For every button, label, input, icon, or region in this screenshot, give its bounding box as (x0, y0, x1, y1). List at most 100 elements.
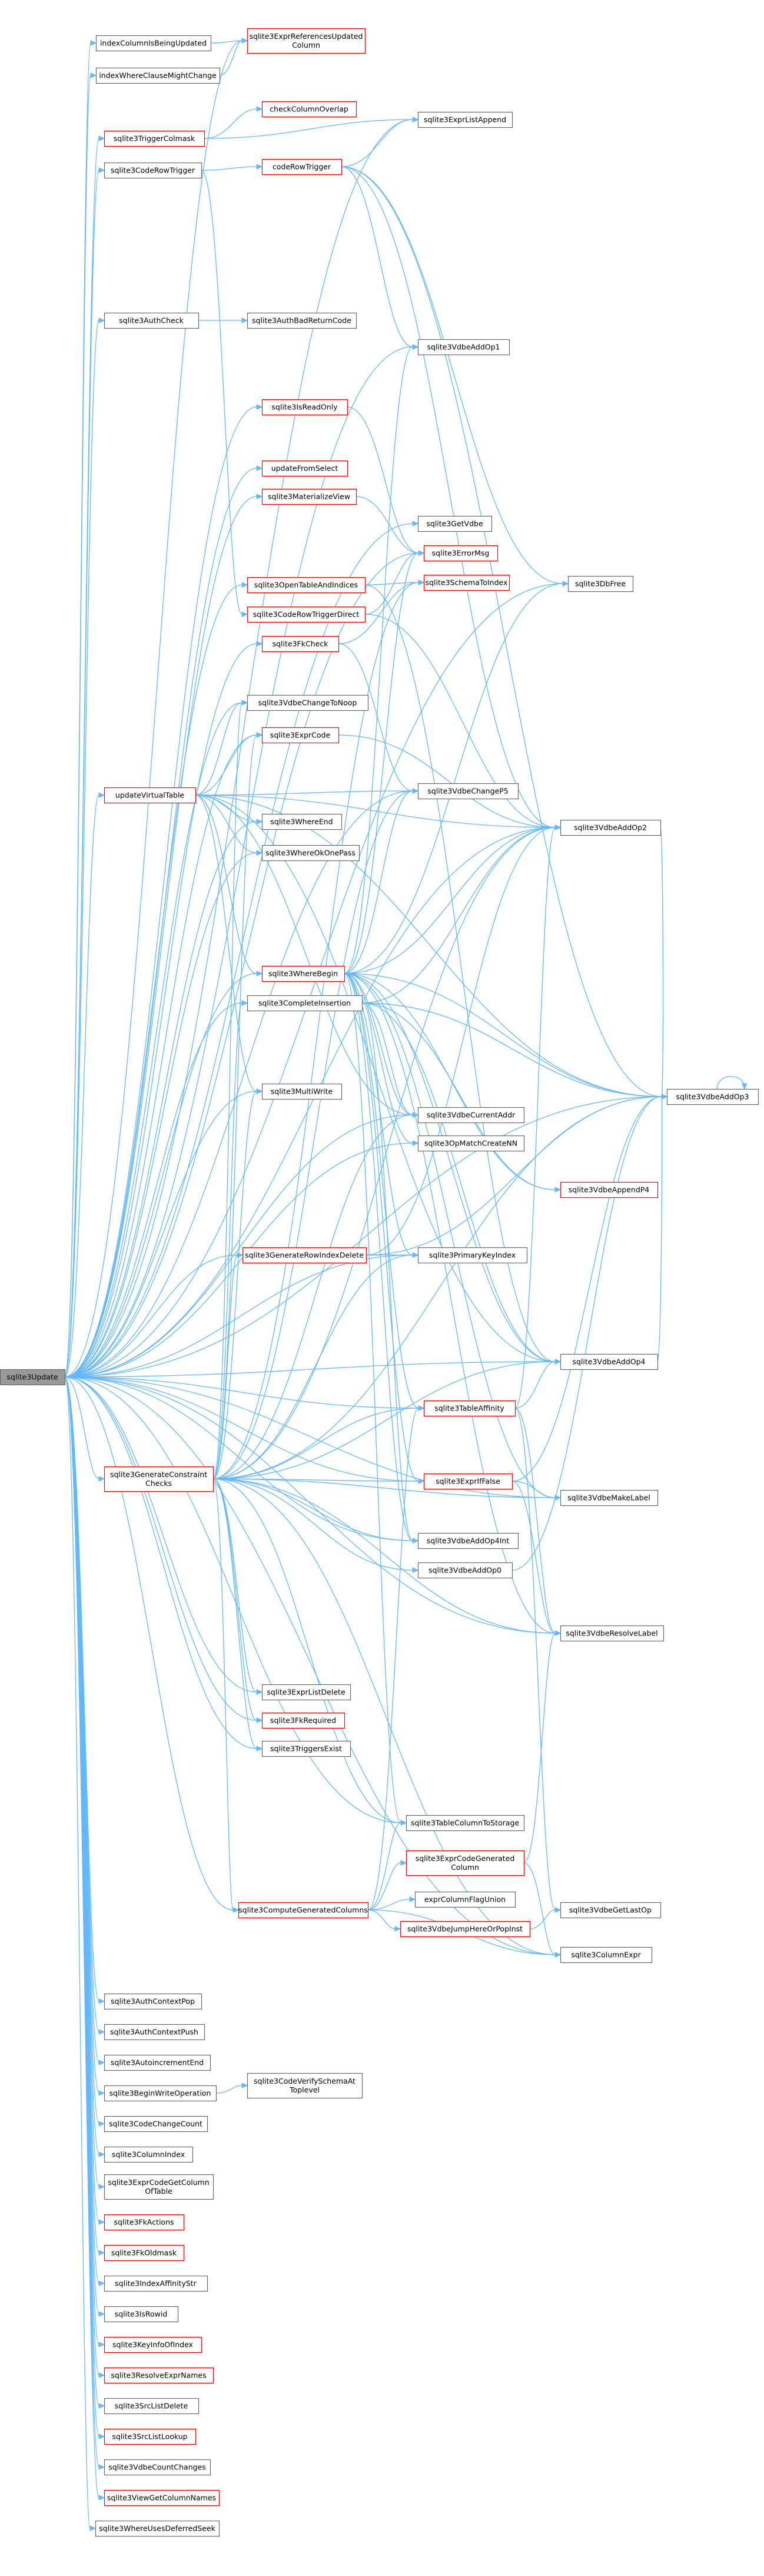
graph-node[interactable]: sqlite3VdbeChangeP5 (417, 783, 519, 800)
graph-node[interactable]: codeRowTrigger (261, 158, 343, 176)
graph-node[interactable]: sqlite3TableAffinity (423, 1400, 516, 1417)
graph-node[interactable]: sqlite3SrcListDelete (104, 2398, 200, 2415)
graph-node[interactable]: sqlite3FkRequired (261, 1712, 346, 1729)
graph-node[interactable]: sqlite3FkCheck (261, 635, 340, 653)
graph-node-box (247, 2072, 363, 2099)
graph-node-box (560, 1181, 659, 1198)
graph-node[interactable]: sqlite3CodeRowTrigger (104, 162, 202, 179)
graph-node[interactable]: sqlite3WhereBegin (261, 965, 346, 982)
graph-node[interactable]: updateFromSelect (261, 460, 348, 477)
graph-node[interactable]: sqlite3VdbeMakeLabel (560, 1489, 659, 1506)
call-edge (64, 582, 248, 1378)
call-edge (716, 1076, 748, 1090)
graph-node[interactable]: sqlite3WhereUsesDeferredSeek (95, 2520, 220, 2537)
call-edge (212, 1478, 263, 1751)
graph-node[interactable]: sqlite3VdbeCurrentAddr (417, 1107, 525, 1124)
graph-node[interactable]: sqlite3CodeChangeCount (104, 2115, 208, 2133)
graph-node-box (104, 1466, 214, 1492)
graph-node[interactable]: sqlite3VdbeResolveLabel (560, 1625, 665, 1642)
graph-node[interactable]: sqlite3ColumnIndex (104, 2146, 194, 2163)
graph-node[interactable]: sqlite3SrcListLookup (104, 2428, 197, 2445)
graph-node-label: sqlite3IsReadOnly (271, 403, 338, 412)
graph-node-box (417, 1107, 525, 1124)
graph-node-box (104, 2489, 220, 2507)
graph-node[interactable]: sqlite3MaterializeView (261, 488, 357, 505)
graph-node[interactable]: sqlite3AuthContextPush (104, 2024, 205, 2041)
graph-node-label: sqlite3VdbeAddOp3 (676, 1092, 749, 1101)
graph-node[interactable]: sqlite3VdbeAddOp3 (666, 1088, 759, 1105)
graph-node[interactable]: sqlite3ComputeGeneratedColumns (238, 1902, 369, 1919)
graph-node[interactable]: sqlite3TableColumnToStorage (406, 1815, 525, 1832)
graph-node[interactable]: sqlite3MultiWrite (261, 1083, 343, 1100)
graph-node-label: sqlite3AuthContextPop (111, 1997, 195, 2006)
graph-node-label: Column (292, 41, 320, 49)
graph-node[interactable]: sqlite3ErrorMsg (423, 545, 499, 562)
graph-node[interactable]: sqlite3VdbeAddOp4 (560, 1353, 659, 1370)
graph-node-label: sqlite3ExprReferencesUpdated (250, 32, 363, 41)
graph-node[interactable]: sqlite3WhereOkOnePass (261, 845, 360, 862)
graph-node-label: updateVirtualTable (115, 791, 185, 800)
graph-node[interactable]: sqlite3ColumnExpr (560, 1946, 653, 1964)
call-edge (364, 584, 562, 1365)
graph-node-label: sqlite3OpenTableAndIndices (254, 581, 358, 590)
graph-node[interactable]: sqlite3VdbeJumpHereOrPopInst (400, 1921, 531, 1938)
graph-node[interactable]: sqlite3KeyInfoOfIndex (104, 2336, 202, 2353)
graph-node[interactable]: sqlite3GenerateRowIndexDelete (242, 1247, 367, 1264)
graph-node[interactable]: sqlite3ExprCode (261, 727, 340, 744)
graph-node[interactable]: sqlite3IsRowid (104, 2306, 179, 2323)
graph-node[interactable]: exprColumnFlagUnion (414, 1891, 516, 1908)
graph-node[interactable]: sqlite3WhereEnd (261, 813, 343, 830)
graph-node[interactable]: sqlite3VdbeChangeToNoop (247, 694, 369, 711)
graph-node[interactable]: sqlite3CodeRowTriggerDirect (247, 606, 366, 623)
graph-node[interactable]: sqlite3VdbeCountChanges (104, 2459, 211, 2476)
graph-node[interactable]: updateVirtualTable (104, 787, 197, 804)
graph-node[interactable]: sqlite3AuthContextPop (104, 1993, 202, 2010)
graph-node[interactable]: sqlite3OpenTableAndIndices (247, 577, 366, 594)
graph-node[interactable]: sqlite3VdbeGetLastOp (560, 1902, 662, 1919)
graph-node[interactable]: sqlite3DbFree (567, 575, 634, 592)
graph-node-label: sqlite3Update (6, 1373, 58, 1382)
call-edge (195, 794, 668, 1100)
graph-node[interactable]: indexWhereClauseMightChange (95, 67, 221, 84)
graph-node[interactable]: checkColumnOverlap (261, 101, 357, 118)
graph-node-box (417, 1532, 519, 1549)
graph-node[interactable]: sqlite3BeginWriteOperation (104, 2085, 217, 2102)
graph-node[interactable]: sqlite3CompleteInsertion (247, 995, 363, 1012)
graph-node[interactable]: sqlite3ExprListAppend (417, 111, 513, 128)
graph-node[interactable]: sqlite3VdbeAppendP4 (560, 1181, 659, 1198)
graph-node[interactable]: sqlite3VdbeAddOp2 (560, 819, 662, 836)
graph-node-box (560, 819, 662, 836)
graph-node[interactable]: sqlite3TriggersExist (261, 1740, 351, 1757)
graph-node[interactable]: sqlite3IsReadOnly (261, 399, 348, 416)
call-edge (201, 170, 248, 617)
call-edge (344, 973, 562, 1501)
graph-node[interactable]: sqlite3ExprIfFalse (423, 1473, 513, 1490)
graph-node[interactable]: sqlite3FkActions (104, 2214, 185, 2231)
graph-node[interactable]: sqlite3Update (0, 1369, 66, 1386)
graph-node[interactable]: sqlite3ExprListDelete (261, 1684, 351, 1701)
graph-node[interactable]: sqlite3FkOldmask (104, 2244, 185, 2262)
graph-node[interactable]: sqlite3AuthBadReturnCode (247, 312, 357, 329)
graph-node[interactable]: sqlite3TriggerColmask (104, 130, 205, 147)
graph-node-label: sqlite3VdbeAppendP4 (569, 1186, 650, 1194)
graph-node[interactable]: sqlite3VdbeAddOp1 (417, 339, 510, 356)
graph-node[interactable]: sqlite3ResolveExprNames (104, 2367, 214, 2384)
graph-node[interactable]: sqlite3AutoincrementEnd (104, 2054, 211, 2071)
graph-node[interactable]: sqlite3ViewGetColumnNames (104, 2489, 220, 2507)
graph-node[interactable]: sqlite3OpMatchCreateNN (417, 1135, 525, 1152)
graph-node[interactable]: sqlite3VdbeAddOp4Int (417, 1532, 519, 1549)
graph-node[interactable]: indexColumnIsBeingUpdated (95, 35, 212, 52)
graph-node[interactable]: sqlite3AuthCheck (104, 312, 200, 329)
call-edge (344, 973, 419, 1118)
graph-node[interactable]: sqlite3IndexAffinityStr (104, 2275, 208, 2292)
graph-node[interactable]: sqlite3GetVdbe (417, 515, 493, 532)
call-edge (204, 106, 263, 139)
graph-node[interactable]: sqlite3PrimaryKeyIndex (417, 1247, 528, 1264)
graph-node[interactable]: sqlite3SchemaToIndex (423, 574, 510, 591)
graph-node[interactable]: sqlite3VdbeAddOp0 (417, 1562, 513, 1579)
